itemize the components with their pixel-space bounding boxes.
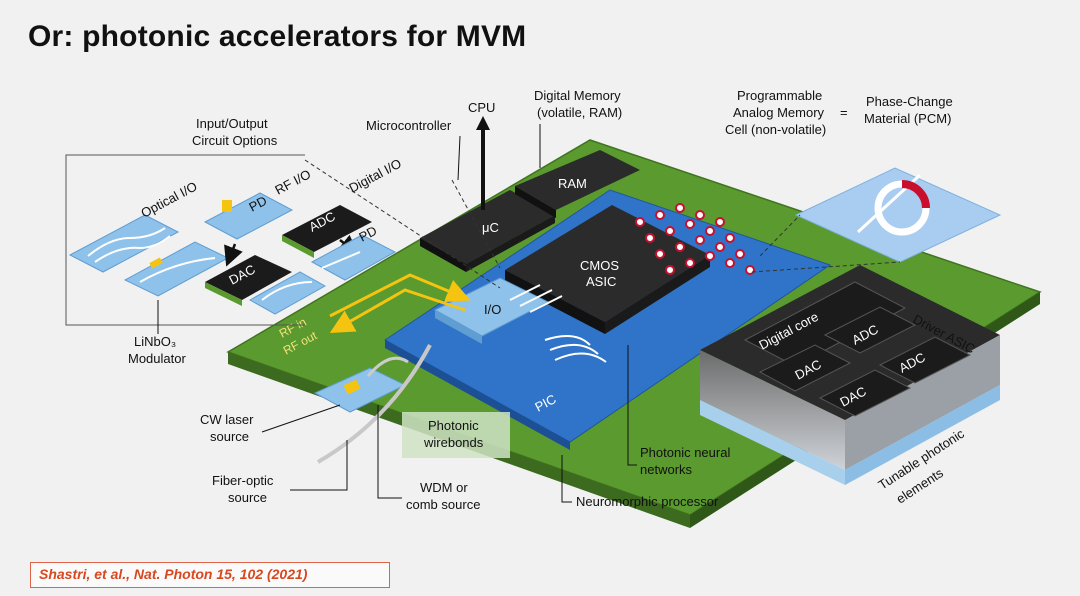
uc-label: μC	[482, 220, 499, 235]
digital-memory-label-1: Digital Memory	[534, 88, 621, 103]
prog-memory-label-1: Programmable	[737, 88, 822, 103]
optical-io-label: Optical I/O	[138, 179, 199, 221]
io-chip-label: I/O	[484, 302, 501, 317]
cmos-asic-chip: CMOS ASIC	[505, 205, 710, 334]
fiber-label-1: Fiber-optic	[212, 473, 274, 488]
pd-2-label: PD	[356, 223, 379, 245]
pcm-label-1: Phase-Change	[866, 94, 953, 109]
prog-memory-label-2: Analog Memory	[733, 105, 825, 120]
microcontroller-chip: μC	[420, 190, 555, 272]
microcontroller-label: Microcontroller	[366, 118, 452, 133]
fiber-label-2: source	[228, 490, 267, 505]
io-chip: I/O	[433, 277, 550, 344]
pd-1-label: PD	[246, 193, 269, 215]
photonic-wirebonds-label-2: wirebonds	[423, 435, 484, 450]
io-options-title-2: Circuit Options	[192, 133, 278, 148]
zoom-lines	[304, 159, 901, 289]
ring-array	[635, 203, 755, 275]
pcm-inset	[794, 167, 1002, 263]
pcm-label-2: Material (PCM)	[864, 111, 951, 126]
modulator-label-1: LiNbO₃	[134, 334, 176, 349]
slide-title: Or: photonic accelerators for MVM	[28, 20, 527, 53]
cpu-label: CPU	[468, 100, 495, 115]
io-options-title-1: Input/Output	[196, 116, 268, 131]
waveguide-lines	[509, 284, 607, 363]
rf-arrows	[329, 273, 471, 333]
photonic-wirebonds-label-1: Photonic	[428, 418, 479, 433]
digital-memory-label-2: (volatile, RAM)	[537, 105, 622, 120]
wdm-label-1: WDM or	[420, 480, 468, 495]
wdm-label-2: comb source	[406, 497, 480, 512]
citation: Shastri, et al., Nat. Photon 15, 102 (20…	[30, 562, 390, 588]
driver-asic: Digital core DAC DAC ADC ADC	[700, 265, 1000, 485]
cw-laser-label-1: CW laser	[200, 412, 254, 427]
cpu-arrow-icon	[476, 116, 490, 210]
pnn-label-1: Photonic neural	[640, 445, 730, 460]
fiber-optic-cable	[316, 344, 432, 464]
prog-memory-label-3: Cell (non-volatile)	[725, 122, 826, 137]
equals-sign: =	[840, 105, 848, 120]
digital-io-label: Digital I/O	[346, 156, 403, 196]
photonic-wirebonds-box: Photonic wirebonds	[402, 412, 510, 458]
ram-label: RAM	[558, 176, 587, 191]
cmos-label-2: ASIC	[586, 274, 616, 289]
pnn-label-2: networks	[640, 462, 693, 477]
cw-laser-label-2: source	[210, 429, 249, 444]
neuromorphic-label: Neuromorphic processor	[576, 494, 719, 509]
modulator-label-2: Modulator	[128, 351, 186, 366]
cmos-label-1: CMOS	[580, 258, 619, 273]
ram-chip: RAM	[515, 150, 640, 218]
rf-io-label: RF I/O	[272, 166, 313, 197]
